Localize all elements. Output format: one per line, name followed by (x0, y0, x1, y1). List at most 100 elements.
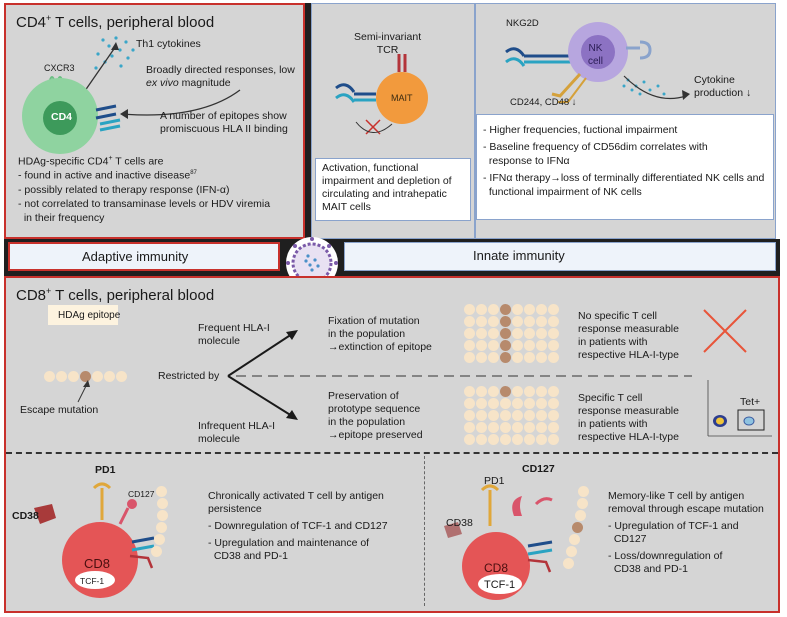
epitope-dot (536, 316, 547, 327)
mait-cell-illustration (335, 54, 428, 135)
epitope-dot (536, 328, 547, 339)
epitope-dot (476, 328, 487, 339)
epitope-dot (548, 328, 559, 339)
hdag-epitope-tag: HDAg epitope (48, 305, 120, 325)
tet-positive-label: Tet+ (740, 396, 761, 408)
epitope-dot (488, 386, 499, 397)
nk-bullet: - Baseline frequency of CD56dim correlat… (483, 141, 708, 153)
epitope-dot (536, 386, 547, 397)
epitope-dot (536, 398, 547, 409)
epitope-dot (548, 398, 559, 409)
memory-tcf1-label: TCF-1 (484, 579, 516, 591)
chronic-description: Chronically activated T cell by antigen … (208, 490, 388, 563)
preserved-population-grid (464, 386, 564, 448)
cd4-bullet: - found in active and inactive disease87 (18, 169, 197, 182)
chronic-pd1-label: PD1 (95, 464, 116, 476)
memory-pd1-label: PD1 (484, 475, 505, 487)
mutation-dot (500, 352, 511, 363)
epitope-dot (476, 422, 487, 433)
epitope-dot (548, 340, 559, 351)
chronic-epitope-chain (146, 486, 176, 586)
epitope-dot (512, 352, 523, 363)
cd4-cell-illustration (22, 36, 241, 154)
memory-cd127-label: CD127 (522, 463, 555, 475)
epitope-dot (476, 386, 487, 397)
memory-cd8-cell-illustration (444, 484, 553, 600)
epitope-dot (464, 410, 475, 421)
epitope-dot (548, 304, 559, 315)
epitope-dot (464, 398, 475, 409)
epitope-dot (548, 422, 559, 433)
mait-box-line: circulating and intrahepatic (322, 188, 447, 200)
nk-nkg2d-label: NKG2D (506, 18, 539, 29)
memory-line: - Upregulation of TCF-1 and (608, 520, 739, 532)
cd4-bullet-list: - found in active and inactive disease87… (18, 166, 270, 225)
epitope-dot (488, 422, 499, 433)
epitope-dot (488, 328, 499, 339)
mutation-dot (500, 340, 511, 351)
epitope-dot (488, 352, 499, 363)
nk-bullet: - Higher frequencies, fuctional impairme… (483, 124, 678, 136)
cd4-bullet: - possibly related to therapy response (… (18, 183, 230, 196)
epitope-dot (548, 316, 559, 327)
epitope-dot (464, 316, 475, 327)
epitope-dot (548, 434, 559, 445)
hla-branch-arrows (227, 330, 692, 420)
epitope-dot (476, 304, 487, 315)
epitope-dot (464, 422, 475, 433)
mait-description-box: Activation, functional impairment and de… (315, 158, 471, 221)
mait-box-line: impairment and depletion of (322, 175, 452, 187)
chronic-cd8-cell-illustration (34, 482, 155, 598)
vertical-dotted-divider (424, 456, 425, 606)
epitope-dot (536, 340, 547, 351)
memory-line: CD38 and PD-1 (608, 563, 688, 575)
epitope-dot (536, 434, 547, 445)
fixation-population-grid (464, 304, 564, 366)
epitope-dot (488, 304, 499, 315)
epitope-dot (500, 410, 511, 421)
nk-bullet: - IFNα therapy→loss of terminally differ… (483, 172, 765, 184)
epitope-dot (524, 316, 535, 327)
epitope-dot (524, 410, 535, 421)
mutation-dot (80, 371, 91, 382)
hdv-virus-icon (286, 237, 338, 289)
chronic-line: - Upregulation and maintenance of (208, 537, 370, 549)
epitope-dot (476, 398, 487, 409)
epitope-dot (464, 328, 475, 339)
epitope-dot (500, 434, 511, 445)
chronic-cd38-label: CD38 (12, 510, 39, 522)
epitope-dot (488, 398, 499, 409)
chronic-line: Chronically activated T cell by antigen (208, 490, 384, 502)
mutation-dot (500, 304, 511, 315)
epitope-dot (512, 316, 523, 327)
mutation-dot (500, 328, 511, 339)
memory-line: removal through escape mutation (608, 503, 764, 515)
escape-arrow (77, 380, 90, 403)
escape-mutation-label: Escape mutation (20, 404, 99, 416)
horizontal-dotted-divider (6, 452, 778, 454)
epitope-dot (476, 410, 487, 421)
epitope-dot (536, 304, 547, 315)
epitope-dot (500, 422, 511, 433)
mutation-dot (500, 386, 511, 397)
cd4-th1-label: Th1 cytokines (136, 38, 201, 50)
nk-cd244-label: CD244, CD48 ↓ (510, 97, 577, 108)
mait-box-line: Activation, functional (322, 162, 419, 174)
chronic-cd127-label: CD127 (128, 489, 155, 499)
cd8-panel-title: CD8+ T cells, peripheral blood (16, 286, 215, 304)
nk-bullet: functional impairment of NK cells (483, 186, 642, 198)
nk-cell-illustration (505, 22, 690, 103)
epitope-dot (548, 386, 559, 397)
epitope-dot (488, 340, 499, 351)
epitope-dot (464, 386, 475, 397)
epitope-dot (524, 422, 535, 433)
memory-line: CD127 (608, 533, 647, 545)
chronic-line: CD38 and PD-1 (208, 550, 288, 562)
epitope-dot (464, 340, 475, 351)
memory-line: - Loss/downregulation of (608, 550, 723, 562)
epitope-dot (512, 422, 523, 433)
epitope-dot (524, 352, 535, 363)
